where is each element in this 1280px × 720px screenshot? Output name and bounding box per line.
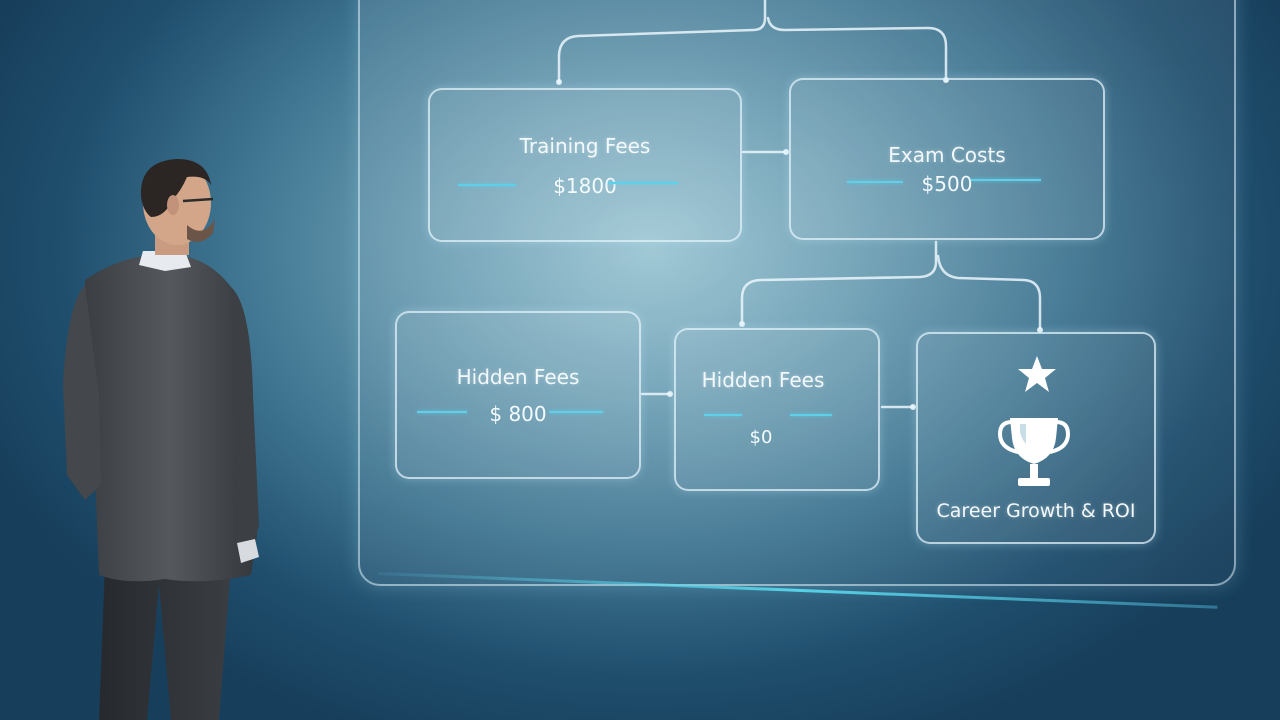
trophy-icon — [997, 418, 1071, 486]
accent-rule-left — [704, 414, 742, 416]
card-hidden-fees: Hidden Fees $ 800 — [395, 311, 641, 479]
businessman-illustration — [63, 159, 259, 720]
accent-rule-right — [608, 182, 678, 184]
card-hidden-fees-2-value: $0 — [749, 427, 773, 448]
card-hidden-fees-2-title: Hidden Fees — [701, 368, 825, 392]
card-training-fees-value: $1800 — [553, 174, 617, 198]
card-training-fees: Training Fees $1800 — [428, 88, 742, 242]
card-exam-costs-value: $500 — [921, 172, 973, 196]
accent-rule-right — [549, 411, 603, 413]
connector-top-right — [766, 16, 948, 82]
card-hidden-fees-title: Hidden Fees — [456, 365, 580, 389]
accent-rule-right — [971, 179, 1041, 181]
holographic-panel — [358, 0, 1236, 586]
card-hidden-fees-value: $ 800 — [489, 402, 547, 426]
accent-rule-left — [847, 181, 903, 183]
connector-top-stem — [557, 0, 767, 84]
card-hidden-fees-2: Hidden Fees $0 — [674, 328, 880, 491]
card-career-growth: Career Growth & ROI — [916, 332, 1156, 544]
accent-rule-right — [790, 414, 832, 416]
connector-exam-left — [740, 240, 938, 326]
accent-rule-left — [417, 411, 467, 413]
card-training-fees-title: Training Fees — [519, 134, 651, 158]
star-icon — [1018, 356, 1056, 392]
connector-exam-right — [936, 254, 1042, 332]
card-career-growth-title: Career Growth & ROI — [936, 500, 1136, 522]
card-exam-costs: Exam Costs $500 — [789, 78, 1105, 240]
accent-rule-left — [458, 184, 516, 186]
card-exam-costs-title: Exam Costs — [888, 143, 1006, 167]
